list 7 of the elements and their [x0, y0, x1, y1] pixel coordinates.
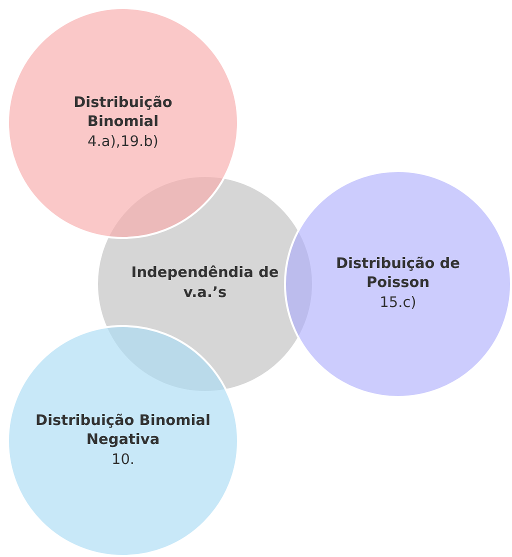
circle-title: Distribuição de Poisson	[335, 254, 461, 294]
exercise-reference: 10.	[111, 450, 135, 470]
exercise-reference: 15.c)	[380, 294, 416, 313]
circle-title: Independêndia de v.a.’s	[130, 264, 280, 303]
circle-title: Distribuição Binomial Negativa	[34, 412, 212, 450]
circle-title: Distribuição Binomial	[72, 94, 174, 132]
exercise-reference: 4.a),19.b)	[88, 132, 158, 152]
